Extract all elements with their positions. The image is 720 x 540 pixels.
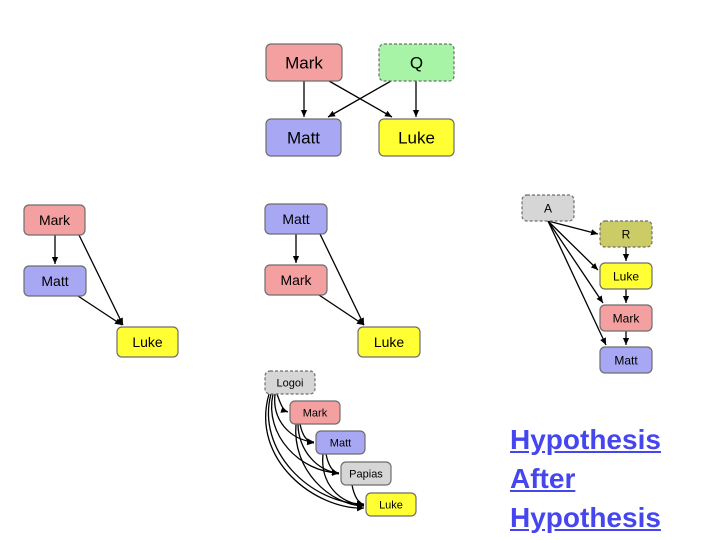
node-label: Logoi [277, 377, 304, 389]
title-line-2: After [510, 463, 576, 494]
left-node-mark: Mark [23, 204, 86, 236]
node-box [23, 204, 86, 236]
node-label: Luke [613, 269, 639, 283]
node-label: Mark [613, 311, 641, 325]
edge-matt-to-papias [325, 453, 340, 476]
node-box [340, 461, 392, 486]
node-box [265, 43, 343, 82]
top-node-luke: Luke [378, 118, 455, 157]
node-box [365, 492, 417, 517]
right-node-luke: Luke [599, 262, 653, 290]
node-box [265, 118, 342, 157]
hypothesis-after-hypothesis-link[interactable]: Hypothesis After Hypothesis [510, 420, 661, 537]
node-label: A [544, 201, 552, 215]
logoi-node-mark: Mark [289, 400, 341, 425]
edge-papias-to-luke [351, 484, 365, 506]
title-line-1: Hypothesis [510, 424, 661, 455]
node-box [116, 326, 179, 358]
title-line-3: Hypothesis [510, 502, 661, 533]
node-label: Luke [398, 129, 435, 148]
right-node-mark: Mark [599, 304, 653, 332]
edge-left-matt-luke [77, 295, 123, 326]
node-label: Matt [41, 273, 68, 289]
node-label: Papias [349, 468, 383, 480]
node-label: Mark [285, 54, 323, 73]
node-label: Matt [614, 353, 638, 367]
edge-right-a-luke [547, 220, 599, 271]
node-box [599, 220, 653, 248]
node-box [378, 43, 455, 82]
node-label: Luke [132, 334, 163, 350]
node-label: Matt [282, 211, 309, 227]
node-label: Mark [280, 272, 312, 288]
edge-right-a-matt [547, 220, 607, 346]
middle-node-luke: Luke [357, 326, 421, 358]
right-node-matt: Matt [599, 346, 653, 374]
middle-node-matt: Matt [264, 203, 328, 235]
node-box [23, 265, 87, 297]
edge-middle-matt-luke [319, 233, 365, 326]
top-node-q: Q [378, 43, 455, 82]
node-label: Matt [287, 129, 320, 148]
logoi-node-logoi: Logoi [264, 370, 316, 395]
edge-top-q-matt [327, 80, 392, 118]
node-box [599, 304, 653, 332]
node-label: Mark [303, 407, 328, 419]
node-label: R [622, 227, 631, 241]
edge-right-a-mark [547, 220, 604, 304]
edge-mark-to-matt [299, 423, 315, 446]
edge-logoi-to-luke-2 [265, 393, 365, 512]
node-box [599, 346, 653, 374]
logoi-node-matt: Matt [315, 430, 366, 455]
node-box [264, 264, 328, 296]
edge-logoi-to-mark [276, 393, 289, 413]
edge-middle-mark-luke [318, 294, 365, 326]
node-box [357, 326, 421, 358]
edge-logoi-to-papias [271, 393, 340, 476]
node-box [378, 118, 455, 157]
node-box [264, 203, 328, 235]
logoi-node-luke: Luke [365, 492, 417, 517]
edges-layer [51, 80, 630, 512]
node-box [315, 430, 366, 455]
edge-right-a-r [547, 220, 599, 236]
middle-node-mark: Mark [264, 264, 328, 296]
node-box [264, 370, 316, 395]
right-node-a: A [521, 194, 575, 222]
edge-left-mark-luke [78, 234, 124, 326]
node-label: Luke [374, 334, 405, 350]
node-label: Mark [39, 212, 71, 228]
node-label: Luke [379, 499, 403, 511]
top-node-mark: Mark [265, 43, 343, 82]
right-node-r: R [599, 220, 653, 248]
edge-mark-to-luke [295, 423, 365, 509]
node-label: Matt [330, 437, 351, 449]
node-label: Q [410, 54, 423, 73]
left-node-luke: Luke [116, 326, 179, 358]
node-box [521, 194, 575, 222]
left-node-matt: Matt [23, 265, 87, 297]
logoi-node-papias: Papias [340, 461, 392, 486]
node-box [599, 262, 653, 290]
node-box [289, 400, 341, 425]
top-node-matt: Matt [265, 118, 342, 157]
